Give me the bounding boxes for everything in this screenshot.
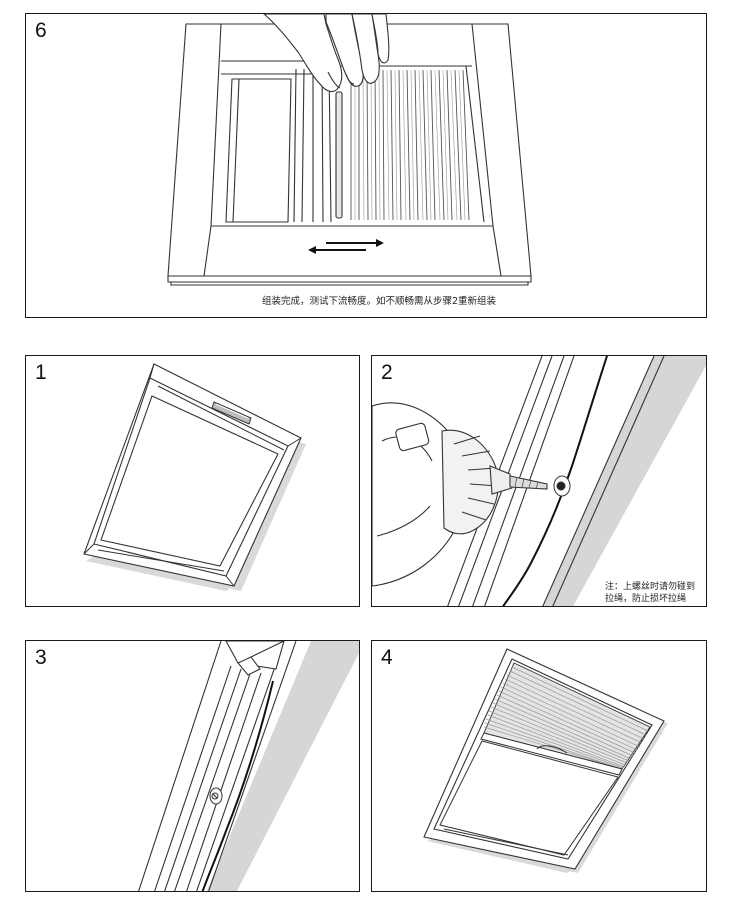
step-4-panel: 4 <box>371 640 707 892</box>
window-assembly-illustration <box>167 14 532 286</box>
screw-icon <box>209 787 223 805</box>
drill-screw-illustration <box>372 356 706 606</box>
window-frame-illustration <box>83 363 306 591</box>
note-line-1: 注：上螺丝时请勿碰到 <box>605 582 696 592</box>
note-line-2: 拉绳，防止损坏拉绳 <box>605 594 687 604</box>
screw-icon <box>553 475 571 497</box>
step-2-panel: 2 <box>371 355 707 607</box>
step-6-panel: 6 <box>25 13 707 318</box>
step-number: 2 <box>381 361 393 384</box>
step-number: 3 <box>35 646 47 669</box>
hand-icon <box>263 14 390 93</box>
shade-pleats <box>483 666 649 770</box>
step-6-caption: 组装完成，测试下流畅度。如不顺畅需从步骤2重新组装 <box>262 296 497 307</box>
step-number: 4 <box>381 646 393 669</box>
step-number: 1 <box>35 361 47 384</box>
headrail-part <box>211 401 252 425</box>
drill-icon <box>372 402 548 587</box>
rail-screw-illustration <box>138 641 359 891</box>
step-3-panel: 3 <box>25 640 360 892</box>
double-arrow-icon <box>308 239 384 254</box>
step-2-note: 注：上螺丝时请勿碰到 拉绳，防止损坏拉绳 <box>605 581 695 605</box>
installed-shade-illustration <box>423 648 668 873</box>
step-number: 6 <box>35 19 47 42</box>
step-1-panel: 1 <box>25 355 360 607</box>
